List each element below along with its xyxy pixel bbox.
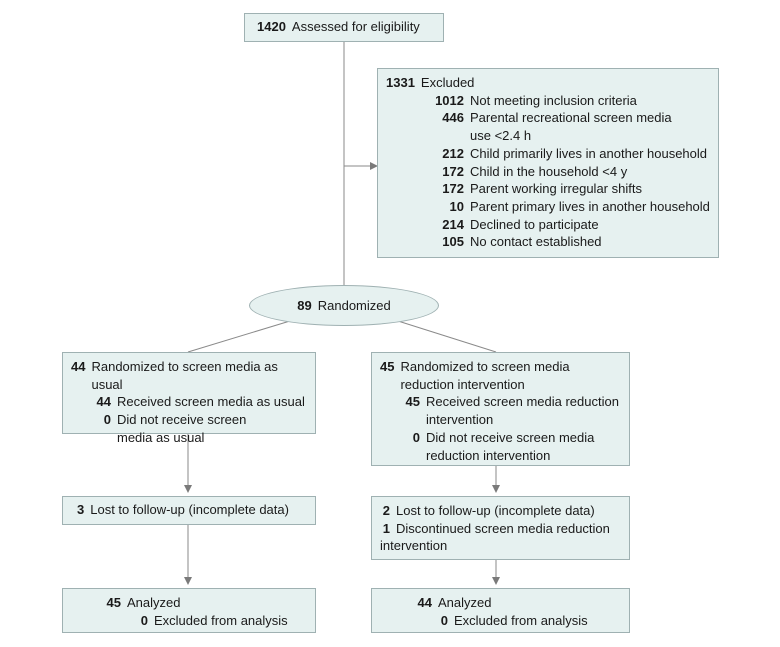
reduction-followup-box: 2 Lost to follow-up (incomplete data) 1 …: [371, 496, 630, 560]
reduction-alloc-label: Randomized to screen media: [400, 359, 570, 374]
usual-followup-box: 3 Lost to follow-up (incomplete data): [62, 496, 316, 525]
excluded-item: 1012 Not meeting inclusion criteria: [435, 92, 637, 108]
excluded-item: 212 Child primarily lives in another hou…: [442, 145, 708, 161]
excluded-box: 1331 Excluded 1012 Not meeting inclusion…: [377, 68, 719, 258]
excluded-item: 172 Child in the household <4 y: [442, 163, 628, 179]
assessed-count: 1420: [257, 19, 286, 34]
excluded-count: 1331: [386, 75, 415, 90]
excluded-item: 172 Parent working irregular shifts: [442, 181, 642, 197]
randomized-label: Randomized: [317, 298, 391, 313]
usual-allocation-box: 44 Randomized to screen media as usual 4…: [62, 352, 316, 445]
assessed-label: Assessed for eligibility: [291, 19, 420, 34]
randomized-node: 89 Randomized: [249, 285, 439, 326]
connector-randomized-usual: [187, 320, 291, 353]
connector-randomized-reduction: [397, 320, 497, 353]
excluded-item: 10 Parent primary lives in another house…: [449, 198, 710, 214]
reduction-alloc-count: 45: [380, 359, 395, 374]
usual-alloc-count: 44: [71, 359, 86, 374]
excluded-item: 105 No contact established: [442, 234, 602, 250]
reduction-analysis-box: 44 Analyzed 0 Excluded from analysis: [371, 588, 630, 633]
assessed-box: 1420 Assessed for eligibility: [244, 13, 444, 42]
excluded-item: 214 Declined to participate: [442, 216, 599, 232]
usual-alloc-label: Randomized to screen media as usual: [91, 359, 278, 392]
allocation-item: 44 Received screen media as usual: [96, 394, 305, 410]
usual-analysis-box: 45 Analyzed 0 Excluded from analysis: [62, 588, 316, 633]
excluded-label: Excluded: [420, 75, 475, 90]
randomized-count: 89: [297, 298, 312, 313]
